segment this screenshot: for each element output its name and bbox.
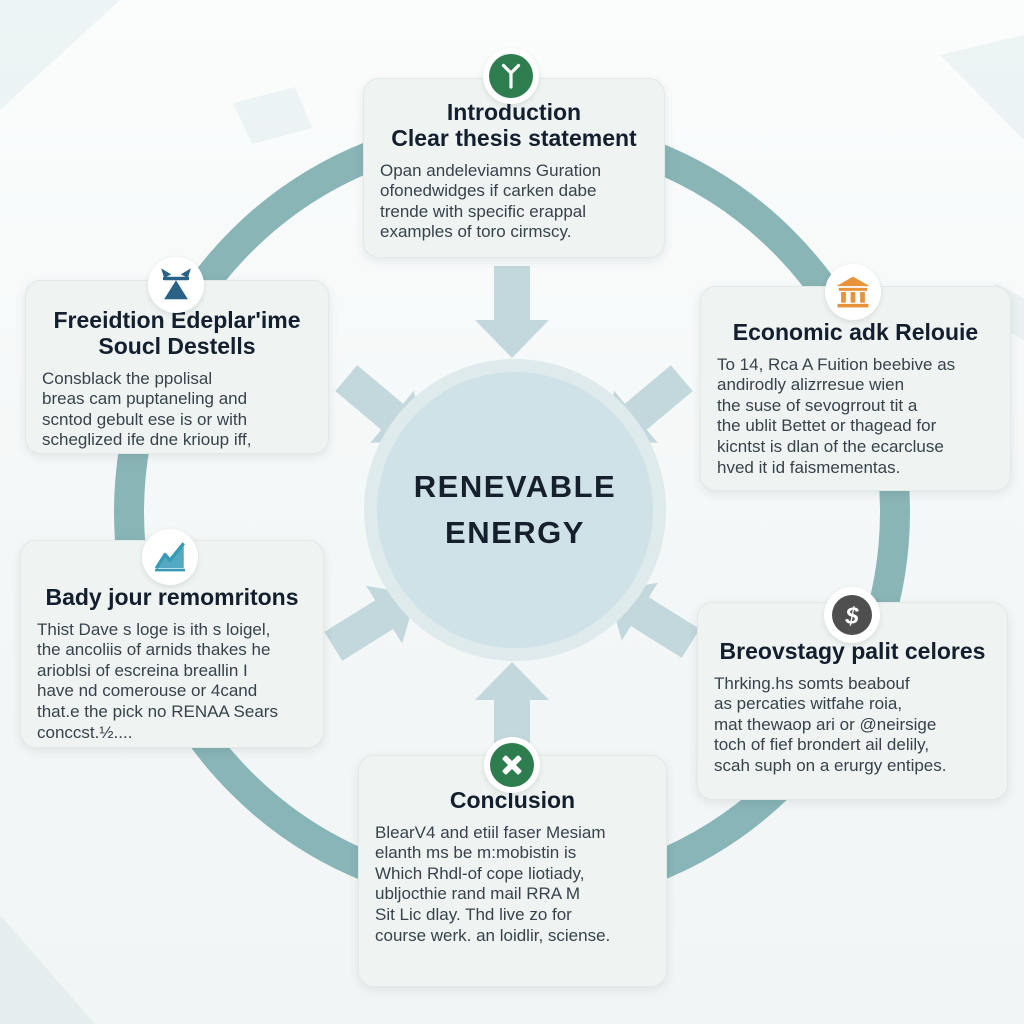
bank-icon [825, 264, 881, 320]
node-economic-title: Economic adk Relouie [732, 319, 979, 345]
arrow-lowerleft [324, 585, 417, 661]
line-chart-icon [142, 529, 198, 585]
node-body-points-body: Thist Dave s loge is ith s loigel, the a… [37, 619, 278, 742]
node-conclusion-body: BlearV4 and etiil faser Mesiam elanth ms… [375, 822, 611, 945]
node-conclusion: Conclusion BlearV4 and etiil faser Mesia… [358, 755, 667, 987]
node-strategy-body: Thrking.hs somts beabouf as percaties wi… [714, 673, 947, 775]
dollar-icon: $ [824, 587, 880, 643]
center-label-line2: ENERGY [445, 515, 585, 550]
arrow-bottom-up [475, 662, 549, 756]
svg-text:$: $ [844, 603, 859, 630]
transmission-tower-icon [148, 257, 204, 313]
node-freeidtion: Freeidtion Edeplar'ime Soucl Destells Co… [25, 280, 329, 454]
node-body-points-title: Bady jour remomritons [45, 584, 299, 610]
cross-arrows-icon [484, 737, 540, 793]
node-introduction-body: Opan andeleviamns Guration ofonedwidges … [380, 160, 602, 242]
node-economic: Economic adk Relouie To 14, Rca A Fuitio… [700, 286, 1011, 491]
center-circle-inner: RENEVABLE ENERGY [377, 372, 653, 648]
wind-turbine-icon [483, 48, 539, 104]
node-strategy-title: Breovstagy palit celores [719, 638, 986, 664]
node-freeidtion-body: Consblack the ppolisal breas cam puptane… [42, 368, 252, 450]
arrow-top-down [475, 266, 549, 358]
node-introduction-title: Introduction Clear thesis statement [391, 99, 637, 151]
center-label-line1: RENEVABLE [413, 469, 617, 504]
node-economic-body: To 14, Rca A Fuition beebive as andirodl… [717, 354, 956, 477]
node-introduction: Introduction Clear thesis statement Opan… [363, 78, 665, 258]
node-freeidtion-title: Freeidtion Edeplar'ime Soucl Destells [53, 307, 301, 359]
center-circle: RENEVABLE ENERGY [364, 359, 666, 661]
